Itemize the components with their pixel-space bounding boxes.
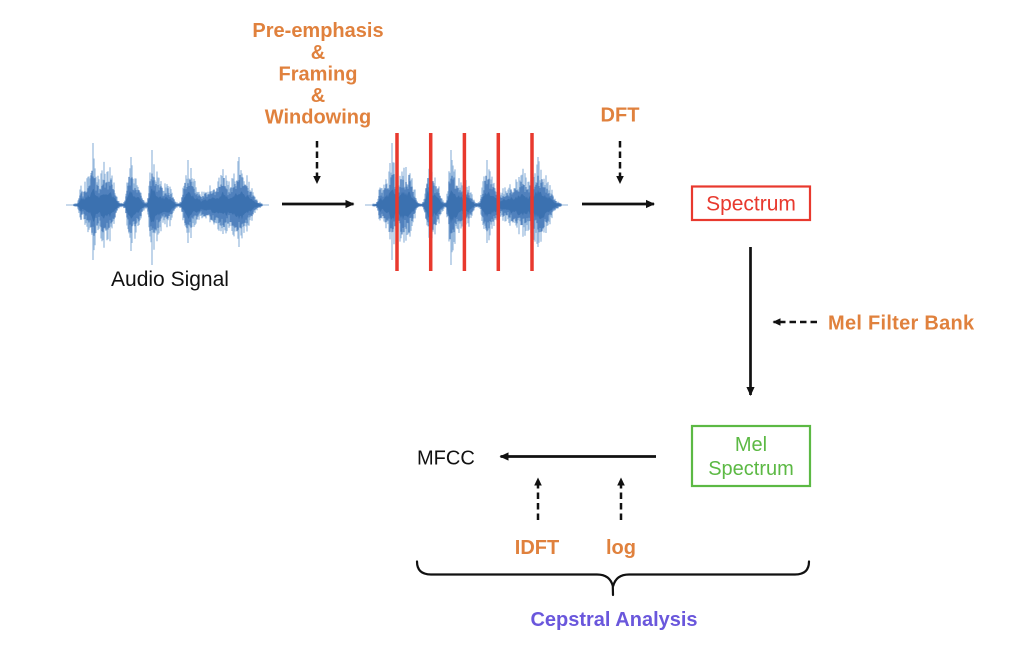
svg-text:Spectrum: Spectrum [706, 193, 796, 216]
svg-text:Windowing: Windowing [265, 107, 371, 129]
svg-text:&: & [311, 85, 325, 107]
svg-text:Audio Signal: Audio Signal [111, 268, 229, 291]
svg-text:IDFT: IDFT [515, 537, 559, 559]
svg-text:Spectrum: Spectrum [708, 458, 794, 480]
svg-text:Pre-emphasis: Pre-emphasis [252, 20, 383, 42]
svg-text:Mel: Mel [735, 434, 767, 456]
svg-text:Mel Filter Bank: Mel Filter Bank [828, 313, 975, 335]
svg-text:log: log [606, 537, 636, 559]
svg-text:DFT: DFT [601, 105, 640, 127]
svg-text:Cepstral Analysis: Cepstral Analysis [530, 609, 697, 631]
svg-text:MFCC: MFCC [417, 448, 475, 470]
svg-text:&: & [311, 42, 325, 64]
svg-text:Framing: Framing [279, 64, 358, 86]
